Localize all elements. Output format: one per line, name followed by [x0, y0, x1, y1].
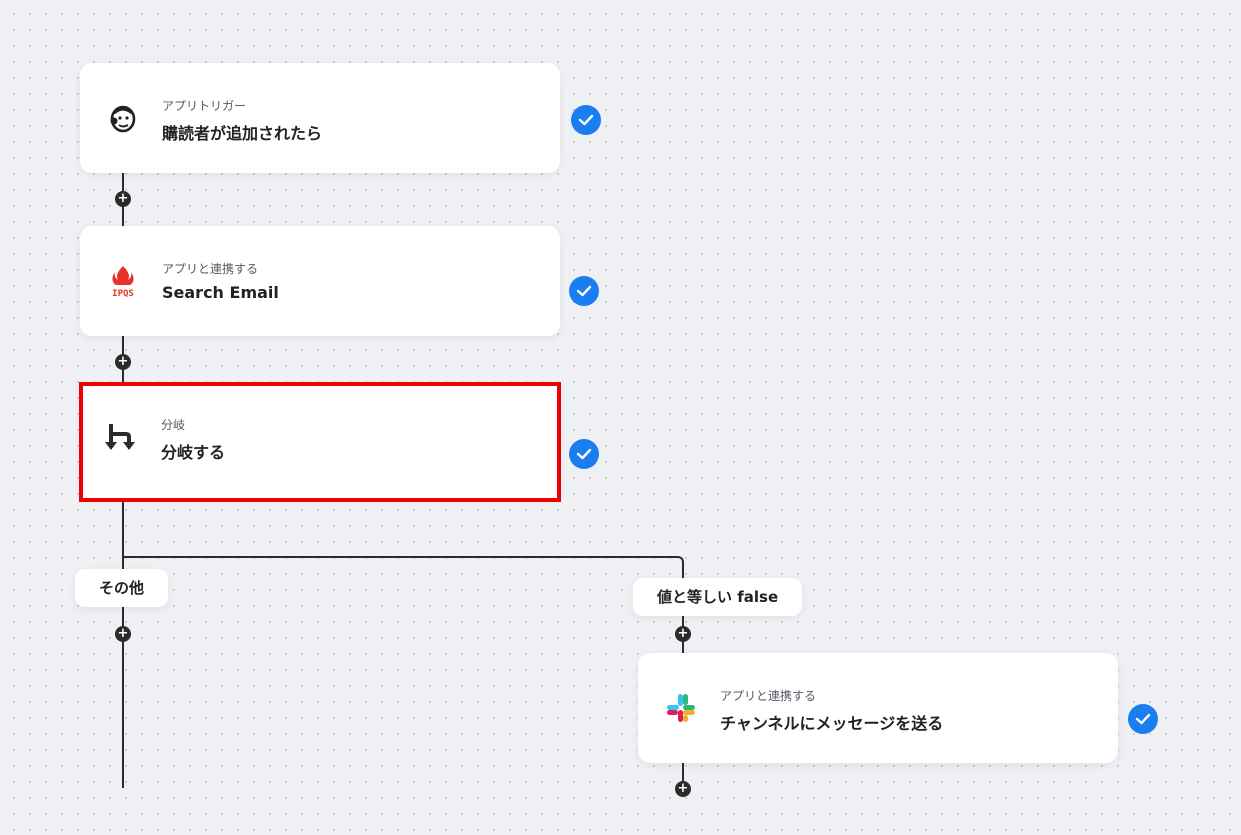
slack-icon: [664, 691, 698, 725]
step-type-label: アプリと連携する: [162, 262, 259, 276]
check-icon: [569, 276, 599, 306]
add-step-button-2[interactable]: +: [115, 354, 131, 370]
step-type-label: アプリと連携する: [720, 689, 817, 703]
check-icon: [1128, 704, 1158, 734]
add-step-button-1[interactable]: +: [115, 191, 131, 207]
step-title: 分岐する: [161, 443, 226, 462]
step-card-slack[interactable]: アプリと連携する チャンネルにメッセージを送る: [638, 653, 1118, 763]
branch-label-condition[interactable]: 値と等しい false: [633, 578, 803, 616]
step-title: チャンネルにメッセージを送る: [720, 714, 944, 733]
add-step-button-condition-branch[interactable]: +: [675, 626, 691, 642]
step-type-label: 分岐: [161, 418, 186, 432]
step-card-search-email[interactable]: IPQS アプリと連携する Search Email: [80, 226, 560, 336]
step-title: 購読者が追加されたら: [162, 124, 323, 143]
add-step-button-default-branch[interactable]: +: [115, 626, 131, 642]
check-icon: [569, 439, 599, 469]
step-type-label: アプリトリガー: [162, 99, 247, 113]
step-card-trigger[interactable]: アプリトリガー 購読者が追加されたら: [80, 63, 560, 173]
ipqs-icon: IPQS: [106, 264, 140, 299]
step-card-branch[interactable]: 分岐 分岐する: [79, 382, 561, 502]
connector-corner: [676, 556, 684, 564]
branch-icon: [105, 420, 139, 454]
ipqs-logo-text: IPQS: [112, 289, 134, 298]
mailchimp-icon: [106, 101, 140, 135]
add-step-button-after-slack[interactable]: +: [675, 781, 691, 797]
step-title: Search Email: [162, 283, 279, 302]
connector-line-branch: [123, 556, 677, 558]
branch-label-default[interactable]: その他: [75, 569, 169, 607]
check-icon: [571, 105, 601, 135]
